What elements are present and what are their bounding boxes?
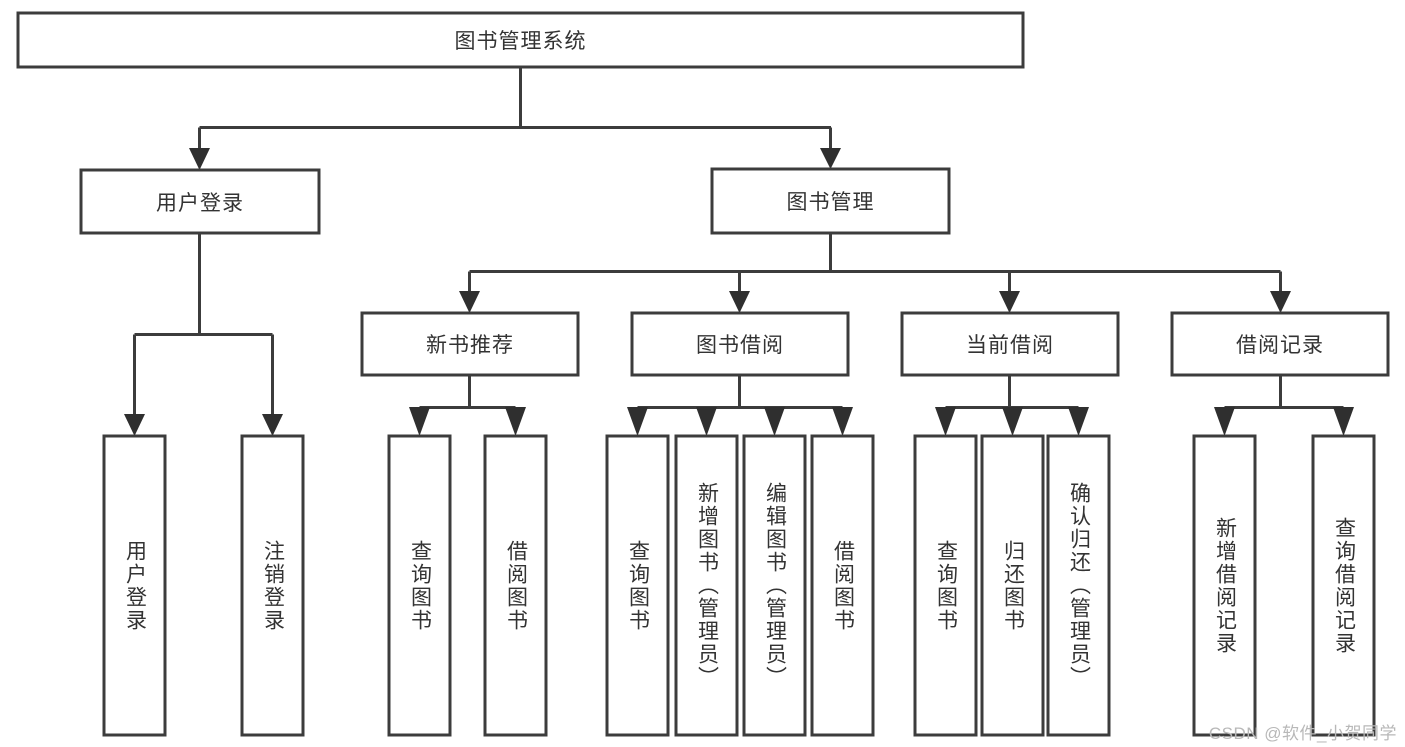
arrow-to-leaf-edit-book-admin bbox=[764, 407, 785, 436]
connector-root-to-level2 bbox=[198, 67, 832, 150]
node-current-borrow[interactable] bbox=[900, 311, 1120, 377]
node-leaf-query-book-current[interactable] bbox=[913, 434, 978, 737]
arrow-to-leaf-query-book-current bbox=[935, 407, 956, 436]
node-leaf-add-book-admin[interactable] bbox=[674, 434, 739, 737]
arrow-to-current-borrow bbox=[999, 291, 1020, 313]
node-user-login[interactable] bbox=[79, 168, 321, 235]
node-leaf-user-logout[interactable] bbox=[240, 434, 305, 737]
arrow-to-leaf-query-book-rec bbox=[409, 407, 430, 436]
arrow-to-leaf-add-book-admin bbox=[696, 407, 717, 436]
arrow-to-borrow-record bbox=[1270, 291, 1291, 313]
node-leaf-edit-book-admin[interactable] bbox=[742, 434, 807, 737]
arrow-to-book-management bbox=[820, 148, 841, 169]
arrow-to-leaf-return-book bbox=[1002, 407, 1023, 436]
node-leaf-add-borrow-record[interactable] bbox=[1192, 434, 1257, 737]
connector-borrow-record-to-leaves bbox=[1223, 375, 1345, 414]
node-leaf-query-borrow-record[interactable] bbox=[1311, 434, 1376, 737]
arrow-to-book-borrow bbox=[729, 291, 750, 313]
arrow-to-leaf-user-logout bbox=[262, 414, 283, 436]
node-leaf-query-book-borrow[interactable] bbox=[605, 434, 670, 737]
node-new-book-recommend[interactable] bbox=[360, 311, 580, 377]
arrow-to-leaf-borrow-book-rec bbox=[505, 407, 526, 436]
connector-book-management-to-level3 bbox=[468, 233, 1282, 293]
node-borrow-record[interactable] bbox=[1170, 311, 1390, 377]
connector-user-login-to-leaves bbox=[133, 233, 274, 416]
node-leaf-borrow-book-rec[interactable] bbox=[483, 434, 548, 737]
arrow-to-leaf-confirm-return bbox=[1068, 407, 1089, 436]
connector-new-book-recommend-to-leaves bbox=[418, 375, 517, 416]
node-leaf-return-book[interactable] bbox=[980, 434, 1045, 737]
node-leaf-user-login[interactable] bbox=[102, 434, 167, 737]
node-book-management[interactable] bbox=[710, 167, 951, 235]
node-root[interactable] bbox=[16, 11, 1025, 69]
arrow-to-leaf-query-borrow-record bbox=[1333, 407, 1354, 436]
arrow-to-leaf-user-login bbox=[124, 414, 145, 436]
connector-book-borrow-to-leaves bbox=[636, 375, 844, 414]
arrow-to-user-login bbox=[189, 148, 210, 170]
node-leaf-query-book-rec[interactable] bbox=[387, 434, 452, 737]
node-leaf-confirm-return[interactable] bbox=[1046, 434, 1111, 737]
arrow-to-leaf-add-borrow-record bbox=[1214, 407, 1235, 436]
arrow-to-leaf-query-book-borrow bbox=[627, 407, 648, 436]
node-leaf-borrow-book[interactable] bbox=[810, 434, 875, 737]
node-book-borrow[interactable] bbox=[630, 311, 850, 377]
arrow-to-new-book-recommend bbox=[459, 291, 480, 313]
arrow-to-leaf-borrow-book bbox=[832, 407, 853, 436]
